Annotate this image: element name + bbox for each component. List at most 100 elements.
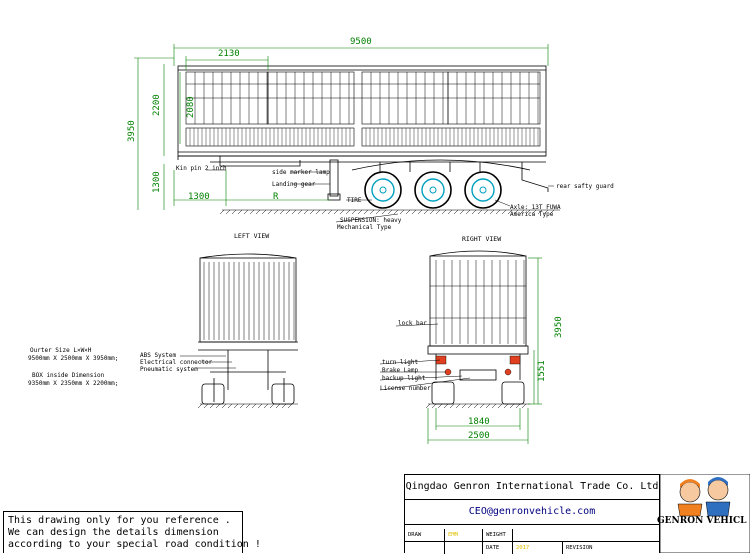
callout-turn-light: turn light <box>382 359 419 366</box>
ground-hatch <box>369 209 375 215</box>
side-cage-grid <box>185 71 541 125</box>
ground-hatch <box>431 403 437 409</box>
ground-hatch <box>501 209 507 215</box>
ground-hatch <box>467 403 473 409</box>
ground-hatch <box>543 209 549 215</box>
callout-suspension-type: Mechanical Type <box>337 224 392 231</box>
spec-outer-label: Ourter Size L×W×H <box>30 347 92 354</box>
spec-outer-value: 9500mm X 2500mm X 3950mm; <box>28 355 119 362</box>
ground-hatch <box>447 209 453 215</box>
genron-logo-icon <box>660 474 750 553</box>
ground-hatch <box>489 209 495 215</box>
side-dimension-lines <box>134 44 549 210</box>
ground-hatch <box>417 209 423 215</box>
ground-hatch <box>315 209 321 215</box>
ground-hatch <box>549 209 555 215</box>
ground-hatch <box>483 209 489 215</box>
ground-hatch <box>273 209 279 215</box>
ground-hatch <box>239 403 245 409</box>
ground-hatch <box>429 209 435 215</box>
right-view-drawing <box>427 250 530 405</box>
company-email[interactable]: CEO@genronvehicle.com <box>405 500 659 525</box>
company-name: Qingdao Genron International Trade Co. L… <box>405 475 659 500</box>
ground-hatch <box>275 403 281 409</box>
ground-hatch <box>465 209 471 215</box>
spec-box-value: 9350mm X 2350mm X 2200mm; <box>28 380 119 387</box>
ground-hatch <box>459 209 465 215</box>
ground-hatch <box>357 209 363 215</box>
ground-hatch <box>461 403 467 409</box>
ground-hatch <box>435 209 441 215</box>
dim-width: 2500 <box>468 431 490 441</box>
ground-hatch <box>437 403 443 409</box>
date-value: 2017 <box>513 542 563 554</box>
ground-hatch <box>221 403 227 409</box>
ground-hatch <box>227 403 233 409</box>
left-view-drawing <box>198 253 298 405</box>
ground-hatch <box>219 209 225 215</box>
ground-hatch <box>285 209 291 215</box>
callout-king-pin: Kin pin 2 inch <box>176 165 227 172</box>
ground-hatch <box>441 209 447 215</box>
ground-hatch <box>479 403 485 409</box>
callout-suspension: SUSPENSION: heavy <box>340 217 402 224</box>
dim-kingpin-offset: 1300 <box>188 192 210 202</box>
ground-hatch <box>363 209 369 215</box>
side-wheels <box>364 171 502 209</box>
ground-hatch <box>425 403 431 409</box>
blank-cell-1 <box>405 542 445 554</box>
wheel-3 <box>464 171 502 209</box>
callout-electrical: Electrical connector <box>140 359 213 366</box>
reference-note: This drawing only for you reference . We… <box>3 511 261 553</box>
ground-hatch <box>209 403 215 409</box>
ground-hatch <box>411 209 417 215</box>
callout-axle-type: America Type <box>510 211 554 218</box>
ground-hatch <box>497 403 503 409</box>
ground-hatch <box>281 403 287 409</box>
dim-track: 1840 <box>468 417 490 427</box>
dim-pitch: 2130 <box>218 49 240 59</box>
ground-hatch <box>249 209 255 215</box>
ground-hatch <box>387 209 393 215</box>
ground-hatch <box>521 403 527 409</box>
callout-brake-lamp: Brake Lamp <box>382 367 419 374</box>
ground-hatch <box>309 209 315 215</box>
dim-lamp-height: 1551 <box>537 360 547 382</box>
ground-hatch <box>231 209 237 215</box>
ground-hatch <box>339 209 345 215</box>
callout-axle: Axle: 13T FUWA <box>510 204 561 211</box>
right-view-title: RIGHT VIEW <box>462 235 502 243</box>
dim-fifth-wheel-height: 1300 <box>152 171 162 193</box>
ground-hatch <box>291 209 297 215</box>
ground-hatch <box>327 209 333 215</box>
ground-hatch <box>531 209 537 215</box>
ground-hatch <box>269 403 275 409</box>
ground-hatch <box>405 209 411 215</box>
weight-value <box>513 529 659 541</box>
ground-hatch <box>345 209 351 215</box>
ground-hatch <box>507 209 513 215</box>
ground-hatch <box>473 403 479 409</box>
dim-overall-length: 9500 <box>350 37 372 47</box>
ground-hatch <box>495 209 501 215</box>
ground-hatch <box>279 209 285 215</box>
wheel-2 <box>414 171 452 209</box>
weight-label: WEIGHT <box>483 529 513 541</box>
ground-hatch <box>267 209 273 215</box>
ground-hatch <box>381 209 387 215</box>
revision-label: REVISION <box>566 545 593 551</box>
ground-hatch <box>321 209 327 215</box>
ground-hatch <box>525 209 531 215</box>
ground-hatch <box>233 403 239 409</box>
ground-hatch <box>399 209 405 215</box>
draw-value: EMM <box>445 529 483 541</box>
callout-license: License number <box>380 385 431 392</box>
title-block: Qingdao Genron International Trade Co. L… <box>404 474 660 554</box>
date-label: DATE <box>483 542 513 554</box>
ground-hatch <box>537 209 543 215</box>
rear-lamps <box>435 355 521 376</box>
dim-side-height: 2200 <box>152 94 162 116</box>
ground-hatch <box>263 403 269 409</box>
ground-hatch <box>423 209 429 215</box>
